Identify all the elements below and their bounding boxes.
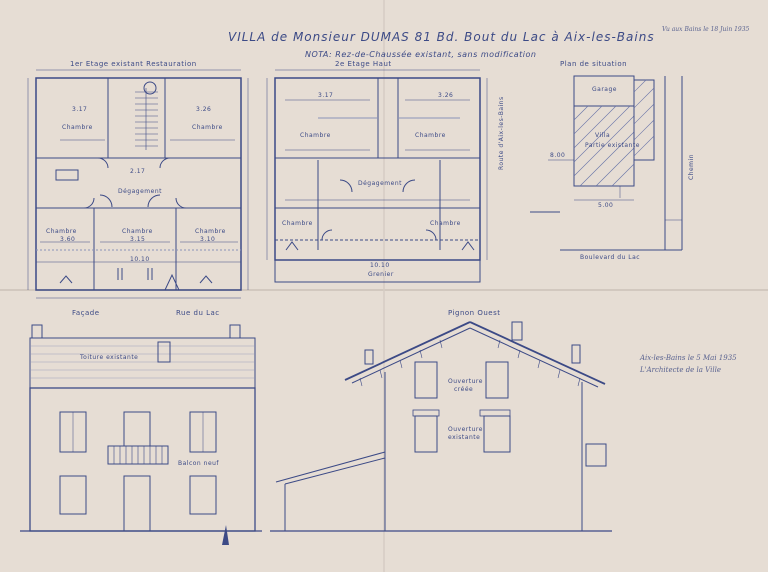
label-ouverture1-l1: Ouverture [448,378,483,385]
p2-dim-top-right: 3.26 [438,92,454,99]
label-ouverture1-l2: créée [454,386,474,393]
p2-room-chambre-bl: Chambre [282,220,313,227]
p1-dim-top-right: 3.26 [196,106,212,113]
p2-room-chambre-tr: Chambre [415,132,446,139]
situation-chemin: Chemin [688,154,695,180]
p2-room-degagement: Dégagement [358,180,402,187]
sheet-title: VILLA de Monsieur DUMAS 81 Bd. Bout du L… [228,30,655,44]
p1-dim-total: 10.10 [130,256,150,263]
p1-dim-top-left: 3.17 [72,106,88,113]
label-toiture-existante: Toiture existante [80,354,139,361]
facade-title: Façade [72,309,100,317]
situation-villa: Villa [595,132,611,139]
p1-room-chambre-tl: Chambre [62,124,93,131]
label-balcon-neuf: Balcon neuf [178,460,220,467]
situation-dim1: 8.00 [550,152,566,159]
plan1-title: 1er Etage existant Restauration [70,60,197,68]
situation-boulevard: Boulevard du Lac [580,254,641,261]
plan2-title: 2e Etage Haut [335,60,392,68]
p1-dim-bottom-right: 3.10 [200,236,216,243]
signature-line1: Aix-les-Bains le 5 Mai 1935 [640,354,737,362]
label-ouverture2-l1: Ouverture [448,426,483,433]
p2-grenier-dim: 10.10 [370,262,390,269]
plan-first-floor [27,69,249,299]
p1-dim-bottom-mid: 3.15 [130,236,146,243]
approval-note: Vu aux Bains le 18 Juin 1935 [662,26,750,33]
p2-room-grenier: Grenier [368,271,394,278]
p1-room-chambre-bl: Chambre [46,228,77,235]
pignon-title: Pignon Ouest [448,309,501,317]
p1-dim-bottom-left: 3.60 [60,236,76,243]
situation-route: Route d'Aix-les-Bains [498,96,505,170]
elevation-facade [20,324,262,532]
label-ouverture2-l2: existante [448,434,481,441]
p1-room-chambre-tr: Chambre [192,124,223,131]
p2-dim-top-left: 3.17 [318,92,334,99]
elevation-pignon [270,321,612,532]
situation-garage: Garage [592,86,617,93]
situation-villa-sub: Partie existante [585,142,640,149]
sheet-note: NOTA: Rez-de-Chaussée existant, sans mod… [305,50,537,59]
facade-side-title: Rue du Lac [176,309,220,317]
p2-room-chambre-tl: Chambre [300,132,331,139]
p1-room-degagement: Dégagement [118,188,162,195]
signature-line2: L'Architecte de la Ville [640,366,721,374]
p1-dim-mid: 2.17 [130,168,146,175]
situation-plan [530,75,683,251]
plan3-title: Plan de situation [560,60,628,68]
p2-room-chambre-br: Chambre [430,220,461,227]
situation-dim2: 5.00 [598,202,614,209]
plan-second-floor [266,69,488,283]
p1-room-chambre-bm: Chambre [122,228,153,235]
p1-room-chambre-br: Chambre [195,228,226,235]
